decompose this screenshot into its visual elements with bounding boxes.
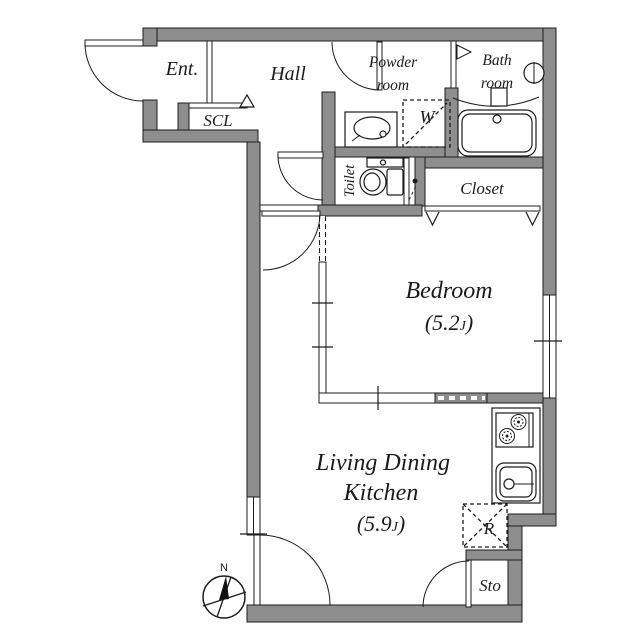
entrance-door: [84, 39, 144, 102]
stove-icon: [495, 412, 534, 448]
entrance-label: Ent.: [165, 58, 199, 80]
fridge-label: R: [483, 519, 495, 538]
kitchen-sink-icon: [495, 462, 537, 502]
wash-basin: [344, 111, 398, 148]
hall-threshold: [259, 204, 319, 212]
hall-door: [277, 151, 324, 201]
bedroom-size-label: (5.2J): [425, 310, 473, 335]
corridor-door: [261, 210, 321, 271]
toilet-fixture: [359, 157, 404, 196]
toilet-door-panel: [403, 157, 410, 206]
washer-label: W: [420, 107, 437, 127]
ldk-west-door: [253, 534, 331, 606]
bedroom-west-partition: [318, 261, 327, 399]
hall-label: Hall: [269, 63, 306, 85]
powder-room-door: [331, 41, 383, 91]
bedroom-label: Bedroom: [405, 278, 492, 304]
doors: [84, 39, 540, 608]
scl-door-mark: [238, 93, 256, 108]
toilet-door-marks: [408, 178, 418, 201]
walls: [142, 27, 557, 623]
scl-label: SCL: [203, 111, 232, 130]
fridge-space: [462, 503, 508, 548]
closet-label: Closet: [460, 179, 505, 198]
scl-front-line: [188, 102, 248, 109]
ldk-label-1: Living Dining: [315, 450, 450, 476]
closet-front-line: [424, 205, 541, 212]
ldk-size-label: (5.9J): [357, 511, 405, 536]
ldk-window-west: [246, 496, 261, 536]
storage-label: Sto: [479, 576, 501, 595]
partitions: [188, 40, 557, 536]
toilet-label: Toilet: [342, 164, 358, 197]
closet-door-marks: [425, 211, 540, 227]
bath-room-label-2: room: [481, 75, 513, 92]
bath-powder-partition: [450, 40, 457, 89]
bathroom-door-mark: [452, 44, 540, 107]
bedroom-west-partition-upper: [319, 216, 326, 262]
ent-hall-partition: [206, 40, 213, 104]
powder-room-label-2: room: [377, 77, 409, 94]
opening-ticks: [240, 302, 562, 535]
storage-door: [422, 559, 472, 608]
bathtub: [457, 109, 537, 157]
compass-north-label: N: [220, 562, 228, 574]
powder-room-label-1: Powder: [368, 54, 418, 71]
bath-room-label-1: Bath: [482, 52, 512, 69]
ldk-label-2: Kitchen: [343, 480, 419, 506]
plan-marks: [238, 93, 562, 535]
bedroom-window-east: [542, 294, 557, 399]
bedroom-south-partition: [318, 392, 436, 404]
washer-space: [402, 99, 451, 148]
kitchen-counter: [491, 407, 541, 504]
room-labels: Ent. Hall SCL Powder room Bath room W To…: [165, 52, 513, 595]
compass-icon: [202, 575, 247, 619]
bath-faucet-icon: [523, 62, 545, 84]
